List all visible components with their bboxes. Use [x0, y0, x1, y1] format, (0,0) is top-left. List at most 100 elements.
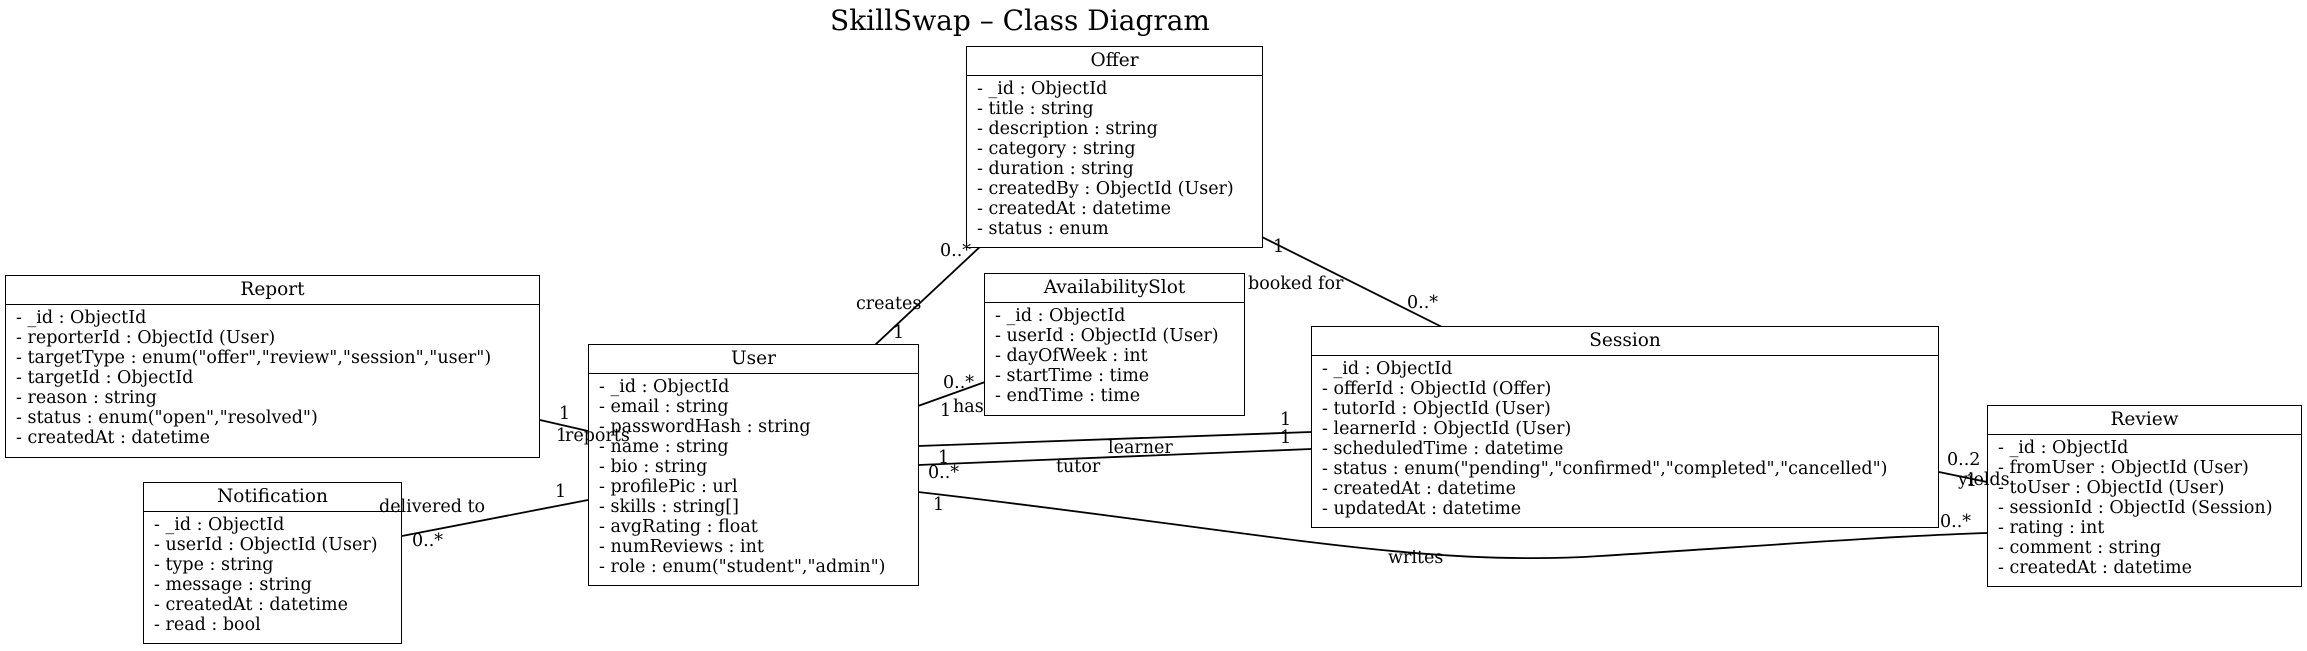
attribute: - message : string — [154, 575, 312, 595]
learner-label: learner — [1108, 438, 1173, 458]
attribute: - reporterId : ObjectId (User) — [16, 328, 276, 348]
attribute: - userId : ObjectId (User) — [154, 535, 378, 555]
tutor-user-multiplicity: 0..* — [928, 463, 960, 483]
attribute: - createdBy : ObjectId (User) — [977, 179, 1234, 199]
class-review: Review - _id : ObjectId - fromUser : Obj… — [1987, 405, 2302, 587]
delivered-to-line — [401, 499, 589, 537]
reports-line — [539, 419, 589, 432]
attribute: - createdAt : datetime — [1998, 558, 2193, 578]
has-line — [917, 381, 986, 407]
attribute: - startTime : time — [995, 366, 1150, 386]
attribute: - _id : ObjectId — [1998, 438, 2129, 458]
attribute: - toUser : ObjectId (User) — [1998, 478, 2225, 498]
class-session: Session - _id : ObjectId - offerId : Obj… — [1311, 326, 1939, 528]
has-label: has — [953, 397, 984, 417]
class-user-attributes: - _id : ObjectId - email : string - pass… — [589, 374, 918, 581]
yields-session-multiplicity: 0..2 — [1947, 450, 1981, 470]
booked-for-line — [1259, 235, 1443, 328]
class-notification: Notification - _id : ObjectId - userId :… — [143, 482, 402, 644]
reports-report-multiplicity: 1 — [559, 404, 571, 424]
attribute: - status : enum("open","resolved") — [16, 408, 318, 428]
attribute: - _id : ObjectId — [995, 306, 1126, 326]
creates-line — [874, 243, 984, 346]
creates-user-multiplicity: 1 — [893, 323, 905, 343]
class-availabilityslot-attributes: - _id : ObjectId - userId : ObjectId (Us… — [985, 303, 1244, 410]
attribute: - numReviews : int — [599, 537, 764, 557]
booked-session-multiplicity: 0..* — [1407, 293, 1439, 313]
class-offer: Offer - _id : ObjectId - title : string … — [966, 46, 1263, 248]
delivered-user-multiplicity: 1 — [555, 482, 567, 502]
attribute: - name : string — [599, 437, 729, 457]
class-session-attributes: - _id : ObjectId - offerId : ObjectId (O… — [1312, 356, 1938, 523]
class-report-attributes: - _id : ObjectId - reporterId : ObjectId… — [6, 305, 539, 452]
attribute: - offerId : ObjectId (Offer) — [1322, 379, 1552, 399]
class-user: User - _id : ObjectId - email : string -… — [588, 344, 919, 586]
learner-session-multiplicity: 1 — [1280, 410, 1292, 430]
attribute: - _id : ObjectId — [16, 308, 147, 328]
attribute: - _id : ObjectId — [599, 377, 730, 397]
has-slot-multiplicity: 0..* — [943, 373, 975, 393]
attribute: - profilePic : url — [599, 477, 738, 497]
class-offer-attributes: - _id : ObjectId - title : string - desc… — [967, 76, 1262, 243]
reports-user-multiplicity: 1 — [556, 426, 568, 446]
class-review-name: Review — [1988, 406, 2301, 435]
attribute: - passwordHash : string — [599, 417, 811, 437]
attribute: - reason : string — [16, 388, 157, 408]
class-report: Report - _id : ObjectId - reporterId : O… — [5, 275, 540, 458]
class-notification-attributes: - _id : ObjectId - userId : ObjectId (Us… — [144, 512, 401, 639]
creates-label: creates — [856, 294, 922, 314]
attribute: - learnerId : ObjectId (User) — [1322, 419, 1572, 439]
attribute: - skills : string[] — [599, 497, 739, 517]
class-availabilityslot-name: AvailabilitySlot — [985, 274, 1244, 303]
attribute: - read : bool — [154, 615, 261, 635]
attribute: - status : enum("pending","confirmed","c… — [1322, 459, 1888, 479]
has-user-multiplicity: 1 — [940, 401, 952, 421]
writes-review-multiplicity: 0..* — [1940, 512, 1972, 532]
class-session-name: Session — [1312, 327, 1938, 356]
diagram-title: SkillSwap – Class Diagram — [830, 4, 1210, 37]
tutor-label: tutor — [1056, 457, 1101, 477]
yields-label: yields — [1958, 470, 2010, 490]
creates-offer-multiplicity: 0..* — [940, 241, 972, 261]
attribute: - updatedAt : datetime — [1322, 499, 1522, 519]
attribute: - _id : ObjectId — [1322, 359, 1453, 379]
attribute: - scheduledTime : datetime — [1322, 439, 1564, 459]
attribute: - duration : string — [977, 159, 1134, 179]
class-report-name: Report — [6, 276, 539, 305]
class-user-name: User — [589, 345, 918, 374]
tutor-session-multiplicity: 1 — [1280, 428, 1292, 448]
attribute: - status : enum — [977, 219, 1109, 239]
attribute: - createdAt : datetime — [16, 428, 211, 448]
attribute: - role : enum("student","admin") — [599, 557, 886, 577]
attribute: - _id : ObjectId — [154, 515, 285, 535]
attribute: - comment : string — [1998, 538, 2162, 558]
attribute: - dayOfWeek : int — [995, 346, 1148, 366]
class-notification-name: Notification — [144, 483, 401, 512]
booked-offer-multiplicity: 1 — [1273, 237, 1285, 257]
attribute: - type : string — [154, 555, 274, 575]
attribute: - rating : int — [1998, 518, 2105, 538]
tutor-line — [917, 448, 1312, 466]
attribute: - endTime : time — [995, 386, 1141, 406]
attribute: - description : string — [977, 119, 1158, 139]
reports-label: reports — [565, 426, 630, 446]
yields-line — [1938, 471, 1988, 483]
class-offer-name: Offer — [967, 47, 1262, 76]
delivered-to-label: delivered to — [379, 497, 486, 517]
attribute: - bio : string — [599, 457, 708, 477]
attribute: - title : string — [977, 99, 1094, 119]
delivered-notification-multiplicity: 0..* — [412, 531, 444, 551]
attribute: - tutorId : ObjectId (User) — [1322, 399, 1551, 419]
attribute: - userId : ObjectId (User) — [995, 326, 1219, 346]
class-availabilityslot: AvailabilitySlot - _id : ObjectId - user… — [984, 273, 1245, 416]
yields-review-multiplicity: 1 — [1966, 471, 1978, 491]
attribute: - category : string — [977, 139, 1136, 159]
writes-label: writes — [1388, 548, 1444, 568]
writes-line — [917, 491, 1988, 560]
booked-for-label: booked for — [1248, 274, 1344, 294]
learner-user-multiplicity: 1 — [938, 448, 950, 468]
attribute: - createdAt : datetime — [977, 199, 1172, 219]
attribute: - fromUser : ObjectId (User) — [1998, 458, 2249, 478]
